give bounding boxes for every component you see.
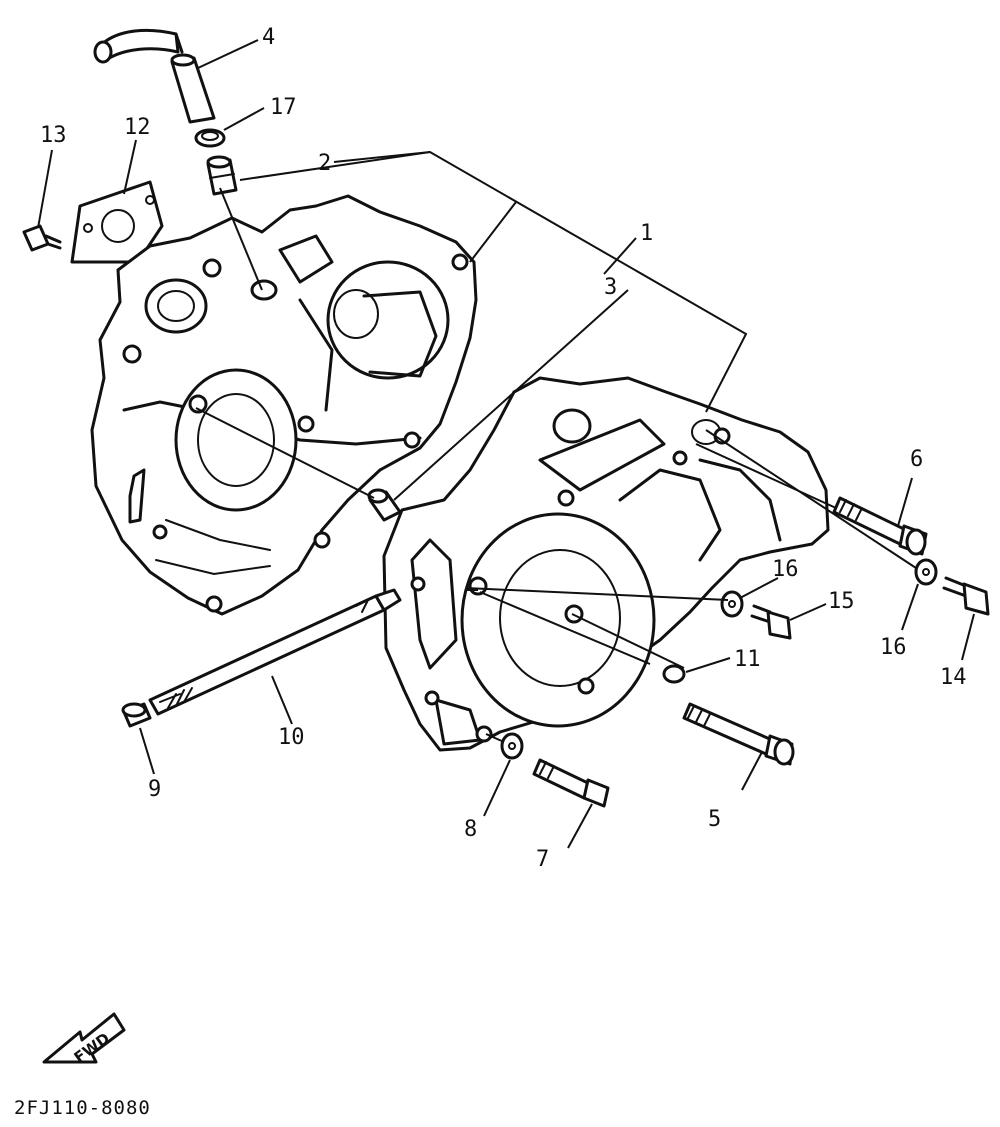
- bolt-7: [532, 758, 610, 808]
- callout-7: 7: [536, 847, 549, 872]
- callout-12: 12: [124, 115, 151, 140]
- callout-3: 3: [604, 275, 617, 300]
- crankcase-right: [382, 376, 830, 752]
- callout-5: 5: [708, 807, 721, 832]
- bolt-14: [942, 576, 990, 616]
- callout-4: 4: [262, 25, 275, 50]
- callout-14: 14: [940, 665, 967, 690]
- callout-15: 15: [828, 589, 855, 614]
- assembly-centerlines: [195, 187, 917, 743]
- callout-6: 6: [910, 447, 923, 472]
- o-ring: [662, 664, 686, 684]
- callout-17: 17: [270, 95, 297, 120]
- bolt-15: [750, 604, 792, 640]
- crankcase-left: [90, 194, 478, 616]
- callout-8: 8: [464, 817, 477, 842]
- washer-16-right: [914, 558, 938, 586]
- bolt-6: [832, 496, 928, 556]
- bolt-13: [22, 224, 62, 252]
- callout-16-upper: 16: [772, 557, 799, 582]
- hose-clip: [194, 128, 226, 148]
- callout-9: 9: [148, 777, 161, 802]
- nut-9: [121, 702, 152, 728]
- callout-11: 11: [734, 647, 761, 672]
- diagram-code: 2FJ110-8080: [14, 1097, 151, 1119]
- callout-1: 1: [640, 221, 653, 246]
- callout-16-lower: 16: [880, 635, 907, 660]
- callout-2: 2: [318, 151, 331, 176]
- washer-8: [500, 732, 524, 760]
- fwd-arrow-icon: FWD: [42, 1012, 126, 1067]
- washer-16-left: [720, 590, 744, 618]
- callouts: 1 2 3 4 5 6 7 8 9 10 11 12 13 14 15 16 1…: [40, 25, 967, 872]
- leader-lines: [37, 39, 975, 849]
- long-stud: [148, 588, 402, 716]
- breather-fitting: [206, 155, 238, 196]
- breather-hose: [93, 28, 216, 124]
- bolt-5: [682, 702, 795, 766]
- callout-10: 10: [278, 725, 305, 750]
- dowel-pin: [367, 488, 402, 522]
- callout-13: 13: [40, 123, 67, 148]
